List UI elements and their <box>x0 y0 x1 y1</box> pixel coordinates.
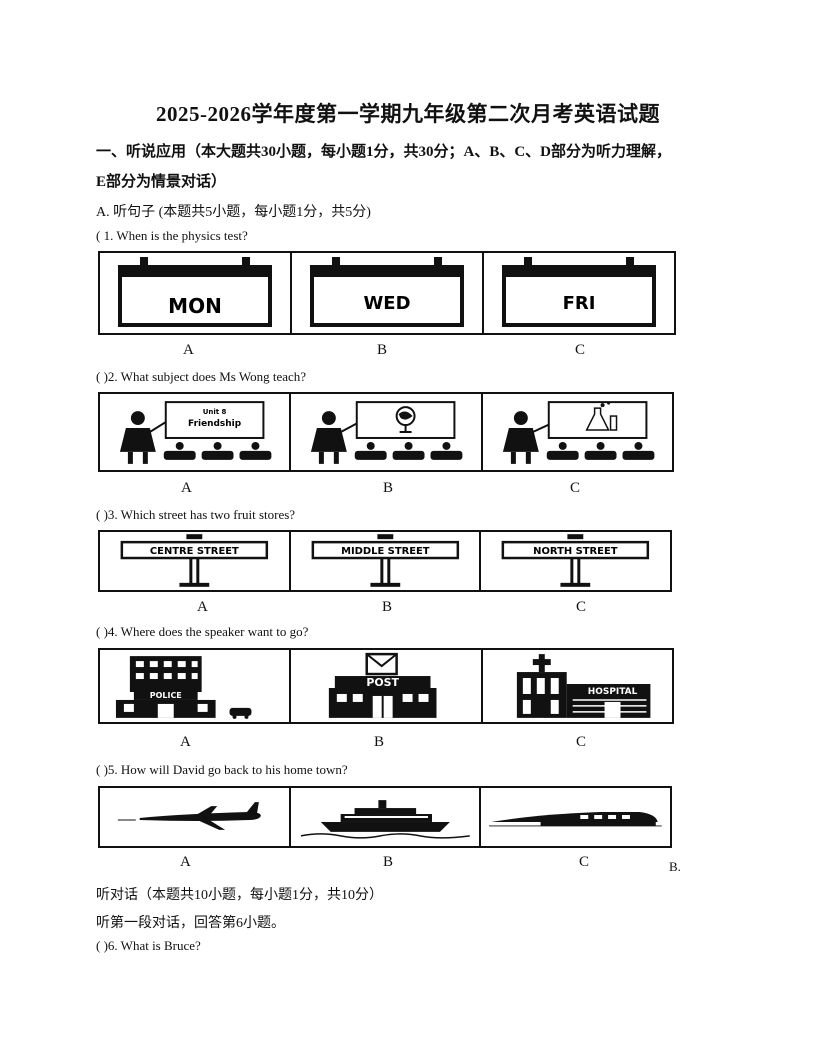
post-office-picture: POST <box>291 650 483 722</box>
option-b-label: B <box>374 734 385 750</box>
middle-street-sign-picture: MIDDLE STREET <box>291 532 482 590</box>
option-b-label: B <box>383 854 394 870</box>
teacher-english-picture: Unit 8 Friendship <box>100 394 292 470</box>
option-a-label: A <box>180 854 191 870</box>
building-sign-label: POLICE <box>150 691 182 700</box>
option-c-label: C <box>575 342 586 358</box>
part-b-subheading: 听第一段对话，回答第6小题。 <box>96 916 285 931</box>
question-3: ( )3. Which street has two fruit stores? <box>96 507 296 522</box>
high-speed-train-picture <box>481 788 670 846</box>
question-1: ( 1. When is the physics test? <box>96 228 248 243</box>
option-b-label: B <box>377 342 388 358</box>
option-c-label: C <box>576 599 587 615</box>
option-a-label: A <box>180 734 191 750</box>
street-name-label: NORTH STREET <box>534 546 619 557</box>
option-c-label: C <box>570 480 581 496</box>
part-a-heading: A. 听句子 (本题共5小题，每小题1分，共5分) <box>96 205 371 220</box>
option-a-label: A <box>181 480 192 496</box>
airplane-picture <box>100 788 291 846</box>
question-5: ( )5. How will David go back to his home… <box>96 762 348 777</box>
police-station-picture: POLICE <box>100 650 292 722</box>
part-b-heading: 听对话（本题共10小题，每小题1分，共10分） <box>96 888 383 903</box>
calendar-mon-picture: MON <box>100 253 292 333</box>
street-name-label: MIDDLE STREET <box>341 546 430 557</box>
building-sign-label: HOSPITAL <box>587 687 637 697</box>
teacher-chemistry-picture <box>483 394 672 470</box>
question-4-image-strip: POLICE POST <box>98 648 674 724</box>
option-b-label: B <box>382 599 393 615</box>
section-heading-line1: 一、听说应用（本大题共30小题，每小题1分，共30分；A、B、C、D部分为听力理… <box>96 144 672 160</box>
svg-text:Unit 8: Unit 8 <box>203 408 227 416</box>
question-5-image-strip <box>98 786 672 848</box>
option-b-label: B <box>383 480 394 496</box>
question-4: ( )4. Where does the speaker want to go? <box>96 624 309 639</box>
option-a-label: A <box>197 599 208 615</box>
page-title: 2025-2026学年度第一学期九年级第二次月考英语试题 <box>156 102 660 126</box>
centre-street-sign-picture: CENTRE STREET <box>100 532 291 590</box>
question-1-image-strip: MON WED FRI <box>98 251 676 335</box>
svg-text:Friendship: Friendship <box>188 419 241 429</box>
ship-picture <box>291 788 482 846</box>
calendar-wed-picture: WED <box>292 253 484 333</box>
north-street-sign-picture: NORTH STREET <box>481 532 670 590</box>
teacher-geography-picture <box>291 394 483 470</box>
question-3-image-strip: CENTRE STREET MIDDLE STREET NORTH STREET <box>98 530 672 592</box>
question-2-image-strip: Unit 8 Friendship <box>98 392 674 472</box>
question-2: ( )2. What subject does Ms Wong teach? <box>96 369 307 384</box>
section-heading-line2: E部分为情景对话） <box>96 174 227 190</box>
option-c-label: C <box>579 854 590 870</box>
street-name-label: CENTRE STREET <box>150 546 239 557</box>
stray-section-marker: B. <box>669 859 681 874</box>
hospital-picture: HOSPITAL <box>483 650 672 722</box>
calendar-day-label: WED <box>363 293 410 314</box>
calendar-fri-picture: FRI <box>484 253 674 333</box>
question-6: ( )6. What is Bruce? <box>96 938 201 953</box>
building-sign-label: POST <box>367 676 400 689</box>
calendar-day-label: FRI <box>563 293 596 314</box>
option-a-label: A <box>183 342 194 358</box>
option-c-label: C <box>576 734 587 750</box>
calendar-day-label: MON <box>168 294 222 318</box>
